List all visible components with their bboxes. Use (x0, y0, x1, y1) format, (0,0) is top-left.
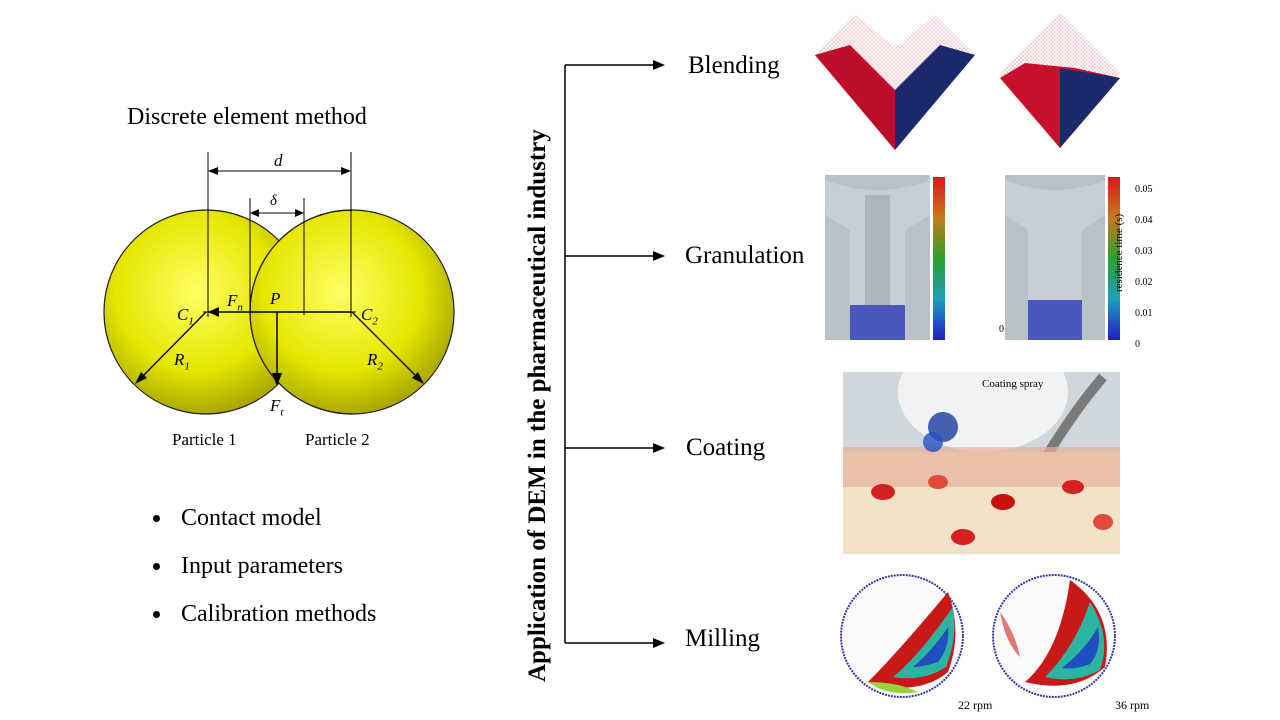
blending-image-1 (815, 15, 975, 150)
application-bracket (564, 60, 665, 648)
coating-image (843, 372, 1120, 554)
milling-image-1 (840, 574, 964, 698)
bullet-icon (153, 514, 160, 522)
bullet-icon (153, 562, 160, 570)
milling-speed-2: 36 rpm (1115, 698, 1150, 712)
topics-list: Contact model Input parameters Calibrati… (150, 494, 376, 638)
label-ft: Ft (270, 396, 284, 419)
label-c1: C1 (177, 305, 194, 328)
app-blending: Blending (688, 52, 780, 79)
label-fn: Fn (227, 291, 243, 314)
label-c2: C2 (361, 305, 378, 328)
coating-spray-label: Coating spray (982, 378, 1044, 390)
particle-2-label: Particle 2 (305, 430, 370, 449)
granulation-image-1 (825, 175, 945, 340)
label-delta: δ (270, 193, 277, 209)
contact-diagram (103, 152, 455, 415)
label-p: P (270, 289, 281, 308)
label-d: d (274, 151, 283, 170)
vertical-title-text: Application of DEM in the pharmaceutical… (524, 129, 551, 682)
granulation-image-2 (1005, 175, 1120, 340)
particle-1-label: Particle 1 (172, 430, 237, 449)
label-r2: R2 (367, 350, 383, 373)
app-milling: Milling (685, 625, 761, 652)
app-coating: Coating (686, 434, 766, 461)
colorbar-zero: 0 (999, 324, 1004, 335)
app-granulation: Granulation (685, 242, 805, 269)
bullet-item: Input parameters (150, 542, 376, 590)
blending-image-2 (1000, 13, 1120, 148)
bullet-item: Contact model (150, 494, 376, 542)
bullet-icon (153, 610, 160, 618)
label-r1: R1 (174, 350, 190, 373)
bullet-item: Calibration methods (150, 590, 376, 638)
milling-speed-1: 22 rpm (958, 698, 993, 712)
colorbar-ticks: 0.05 0.04 0.03 0.02 0.01 0 (1135, 184, 1153, 350)
milling-image-2 (992, 574, 1116, 698)
colorbar-label: residence time (s) (1113, 213, 1125, 292)
dem-title: Discrete element method (127, 104, 367, 130)
